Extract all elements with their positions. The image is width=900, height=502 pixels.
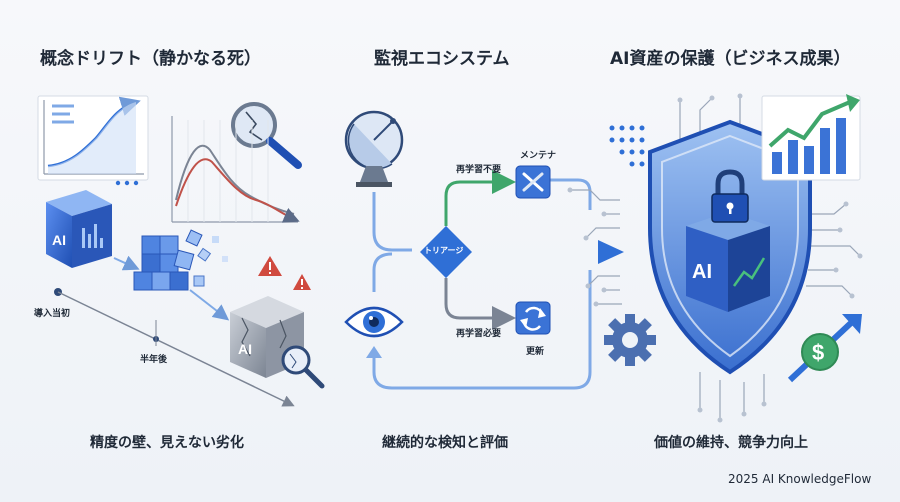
eye-icon xyxy=(344,306,404,338)
wrench-screwdriver-icon xyxy=(515,165,551,199)
breaking-cubes-icon xyxy=(133,229,228,291)
label-retrain: 再学習必要 xyxy=(456,329,502,339)
rising-chart-icon xyxy=(37,95,149,181)
dot-trail xyxy=(115,180,139,186)
label-triage: トリアージ xyxy=(424,246,464,255)
label-maintain: メンテナ xyxy=(520,151,557,161)
label-half-year: 半年後 xyxy=(140,355,168,365)
triage-diamond xyxy=(420,226,472,278)
magnifier-crack-icon xyxy=(231,102,302,169)
lock-icon xyxy=(711,169,749,223)
label-start: 導入当初 xyxy=(34,309,71,319)
footer-credit: 2025 AI KnowledgeFlow xyxy=(728,472,872,486)
warning-icon xyxy=(258,256,311,290)
caption-monitor: 継続的な検知と評価 xyxy=(382,435,508,451)
ai-cube-icon: AI xyxy=(46,190,112,268)
section-title-protect: AI資産の保護（ビジネス成果） xyxy=(610,49,851,69)
label-update: 更新 xyxy=(526,347,545,357)
caption-protect: 価値の維持、競争力向上 xyxy=(654,435,808,451)
circuit-nodes xyxy=(567,93,863,423)
ai-cube-label: AI xyxy=(52,232,66,248)
broken-cube-label: AI xyxy=(238,341,252,357)
gear-icon xyxy=(604,314,656,366)
label-no-retrain: 再学習不要 xyxy=(456,165,502,175)
section-title-drift: 概念ドリフト（静かなる死） xyxy=(40,49,261,69)
dollar-sign: $ xyxy=(812,340,824,365)
shield-icon: AI xyxy=(648,119,812,375)
shield-ai-label: AI xyxy=(692,261,712,283)
section-title-monitor: 監視エコシステム xyxy=(374,49,510,69)
drift-timeline xyxy=(54,288,295,407)
falling-chart-icon xyxy=(171,116,300,223)
satellite-dish-icon xyxy=(344,110,404,187)
broken-ai-cube-icon: AI xyxy=(230,296,325,389)
refresh-icon xyxy=(515,301,551,335)
dollar-icon: $ xyxy=(787,314,862,383)
dot-grid xyxy=(609,125,645,167)
growth-chart-icon xyxy=(761,94,861,181)
caption-drift: 精度の壁、見えない劣化 xyxy=(90,435,244,451)
